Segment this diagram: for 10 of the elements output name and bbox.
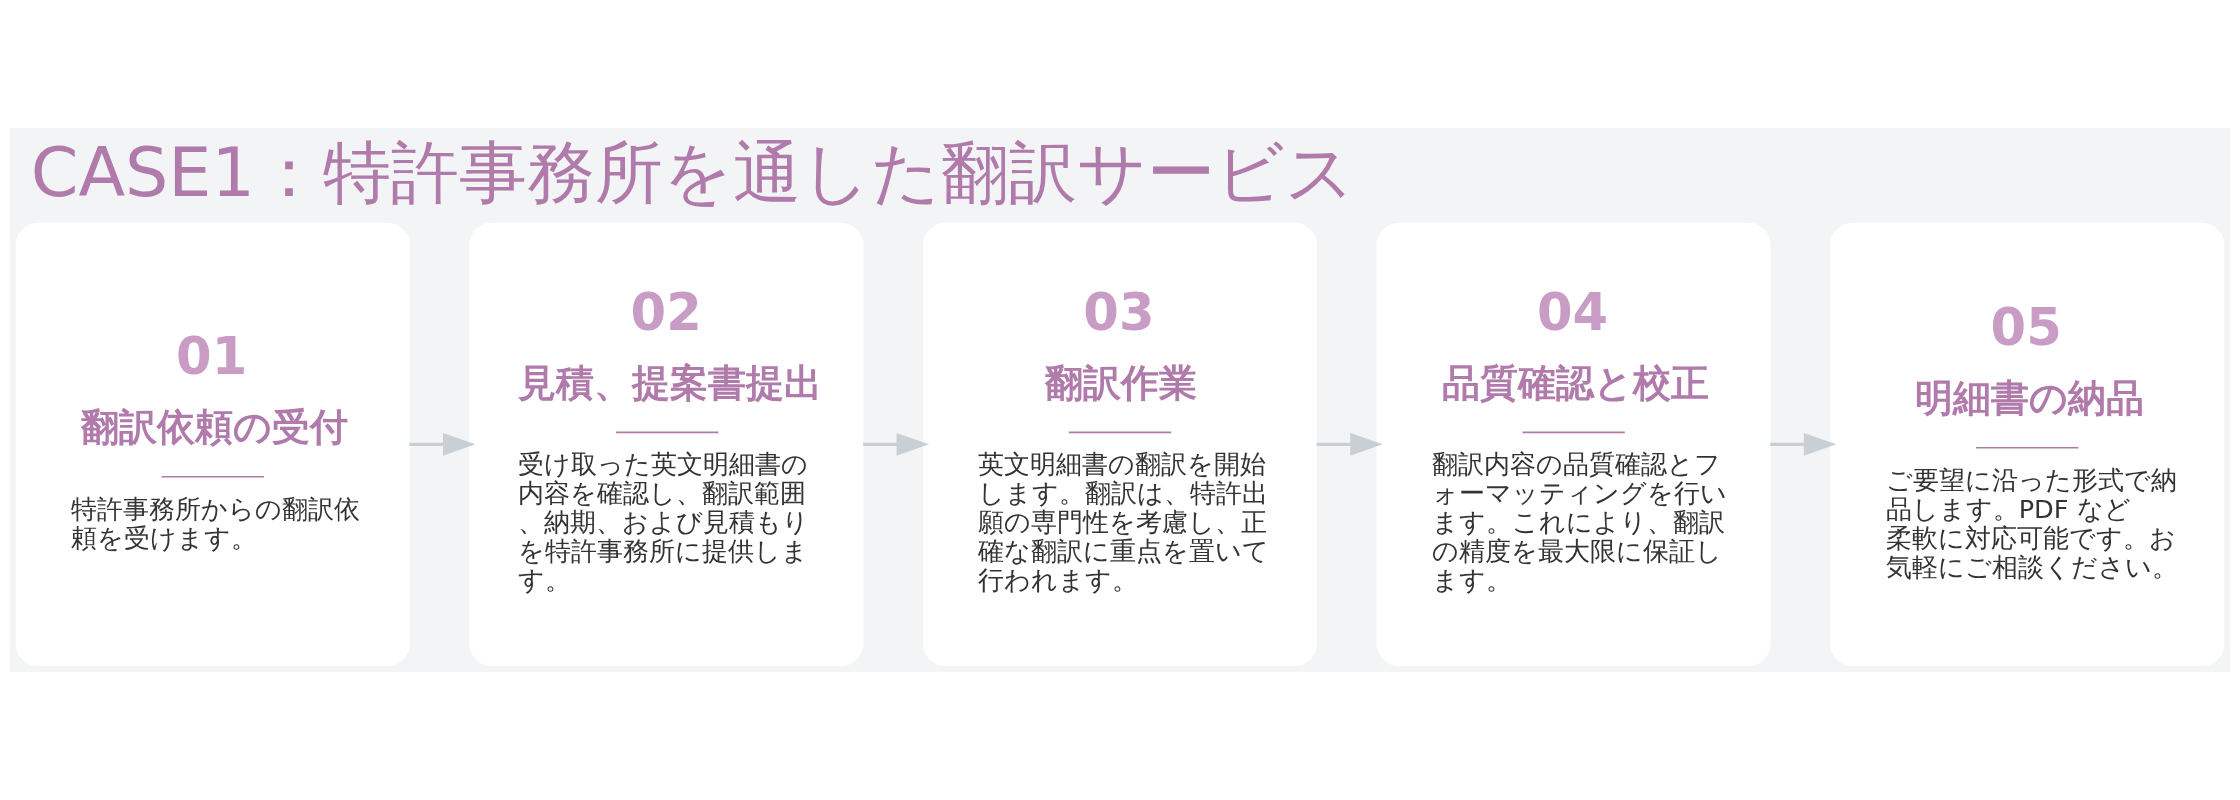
diagram-title: CASE1：特許事務所を通した翻訳サービス (30, 133, 1355, 213)
node-box: 01 翻訳依頼の受付 特許事務所からの翻訳依頼を受けます。 (15, 222, 410, 667)
node-box: 05 明細書の納品 ご要望に沿った形式で納品します。PDF など柔軟に対応可能です。お気軽にご相談ください。 (1830, 222, 2225, 667)
node-box: 04 品質確認と校正 翻訳内容の品質確認とフォーマッティングを行います。これにより、翻訳の精度を最大限に保証します。 (1376, 222, 1771, 667)
node-box: 02 見積、提案書提出 受け取った英文明細書の内容を確認し、翻訳範囲、納期、および見積もりを特許事務所に提供します。 (469, 222, 864, 667)
arrow (1770, 433, 1837, 456)
arrow (1316, 433, 1383, 456)
arrow (862, 433, 930, 456)
arrow (409, 433, 476, 456)
node-box: 03 翻訳作業 英文明細書の翻訳を開始します。翻訳は、特許出願の専門性を考慮し、正確な翻訳に重点を置いて行われます。 (923, 222, 1317, 667)
